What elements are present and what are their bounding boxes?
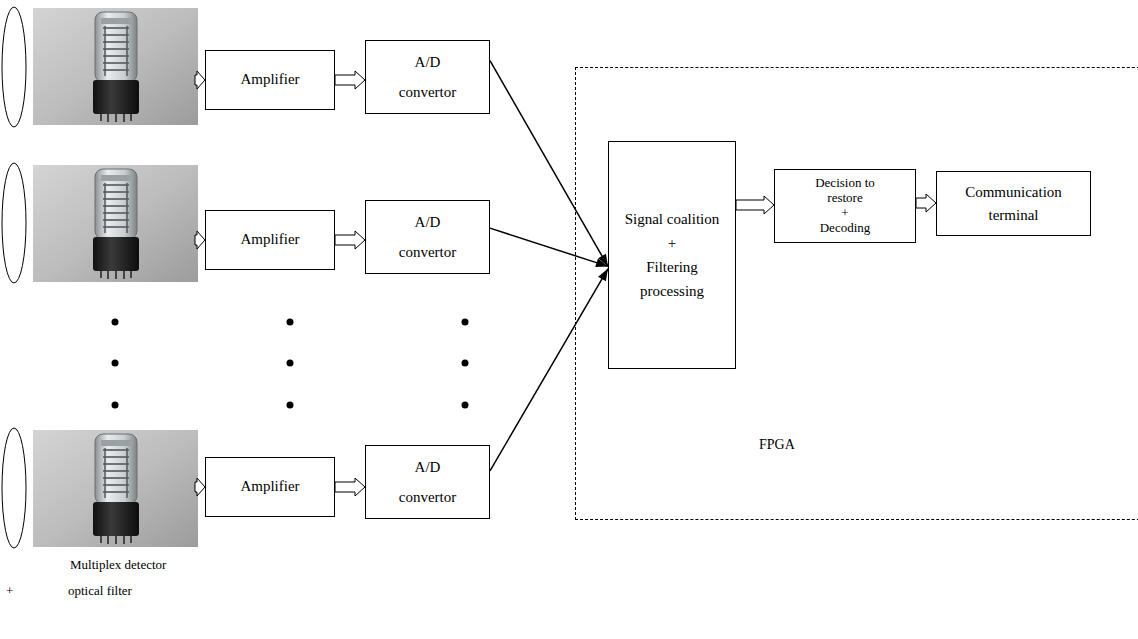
optical-filter [2,163,26,283]
node-text: FPGA [759,436,795,454]
caption-label: Multiplex detector [70,557,166,573]
hollow-arrow [335,71,365,89]
hollow-arrow [195,71,205,89]
hollow-arrow [195,478,205,496]
continuation-dots [112,319,469,409]
node-text: + [668,231,676,255]
arrow-head [598,269,608,282]
caption-label: optical filter [68,583,132,599]
node-text: A/D convertor [390,207,465,267]
hollow-arrow [335,478,365,496]
node-text: Communication terminal [949,181,1079,226]
hollow-arrow [916,194,936,212]
node-text: Decision to restore [800,176,890,206]
process-box: Decision to restore+Decoding [774,169,916,243]
node-text: Amplifier [240,70,299,90]
node-text: Filtering processing [617,255,727,303]
arrow-head [595,258,608,267]
amplifier-box: Amplifier [205,457,335,517]
adc-box: A/D convertor [365,445,490,519]
process-box: Signal coalition+Filtering processing [608,141,736,369]
detector-photo [33,165,198,282]
detector-photo [33,8,198,125]
node-text: + [841,206,848,221]
terminal-box: Communication terminal [936,171,1091,236]
fpga-region: FPGASignal coalition+Filtering processin… [575,67,1138,520]
signal-line [490,228,608,266]
node-text: A/D convertor [390,47,465,107]
amplifier-box: Amplifier [205,210,335,270]
node-text: Amplifier [240,477,299,497]
adc-box: A/D convertor [365,200,490,274]
detector-arrows [195,71,205,496]
detector-photo [33,430,198,547]
node-text: Signal coalition [625,207,720,231]
signal-line [490,61,608,267]
hollow-arrow [335,231,365,249]
hollow-arrow [195,231,205,249]
filter-ellipses [2,7,26,548]
caption-label: + [6,583,13,599]
node-text: Amplifier [240,230,299,250]
hollow-arrow [736,196,774,214]
amplifier-box: Amplifier [205,50,335,110]
node-text: A/D convertor [390,452,465,512]
node-text: Decoding [820,221,871,236]
signal-line [490,269,608,471]
optical-filter [2,428,26,548]
optical-filter [2,7,26,127]
adc-box: A/D convertor [365,40,490,114]
